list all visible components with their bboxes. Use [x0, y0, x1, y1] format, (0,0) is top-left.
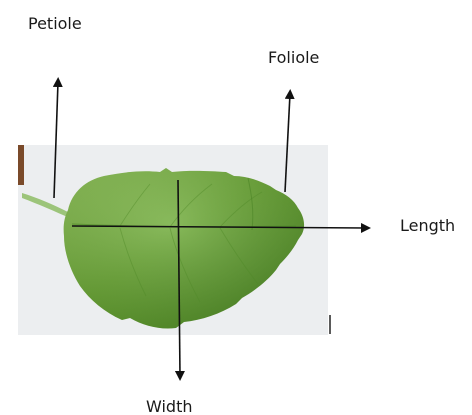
length-label: Length [400, 218, 455, 234]
width-label: Width [146, 399, 192, 415]
petiole-label: Petiole [28, 16, 82, 32]
photo-corner-edge [18, 145, 24, 185]
foliole-label: Foliole [268, 50, 319, 66]
